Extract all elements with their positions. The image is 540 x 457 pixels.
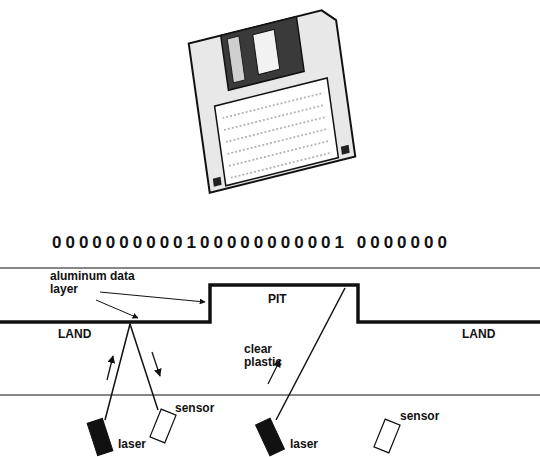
disc-surface xyxy=(0,394,540,395)
aluminum-layer xyxy=(0,285,540,322)
beam-arrow xyxy=(152,352,160,376)
part-label: laser xyxy=(118,438,146,451)
light-sensor xyxy=(150,409,176,443)
part-label: sensor xyxy=(175,402,214,415)
floppy-disk xyxy=(189,7,356,193)
part-label: aluminum data layer xyxy=(50,270,145,296)
part-label: PIT xyxy=(268,293,287,306)
laser-beam xyxy=(105,324,158,420)
binary-code: 0000000000100000000001 0000000 xyxy=(52,234,451,253)
part-label: clear plastic xyxy=(244,343,304,369)
laser-emitter xyxy=(87,418,113,455)
beam-arrow xyxy=(107,356,113,380)
leader-line xyxy=(96,300,138,318)
part-label: LAND xyxy=(462,328,495,341)
laser-beam xyxy=(276,288,345,420)
part-label: LAND xyxy=(58,328,91,341)
part-label: sensor xyxy=(400,410,439,423)
laser-emitter xyxy=(256,418,285,456)
part-label: laser xyxy=(290,438,318,451)
disc-surface xyxy=(0,267,540,268)
leader-line xyxy=(100,292,205,302)
light-sensor xyxy=(374,419,400,453)
